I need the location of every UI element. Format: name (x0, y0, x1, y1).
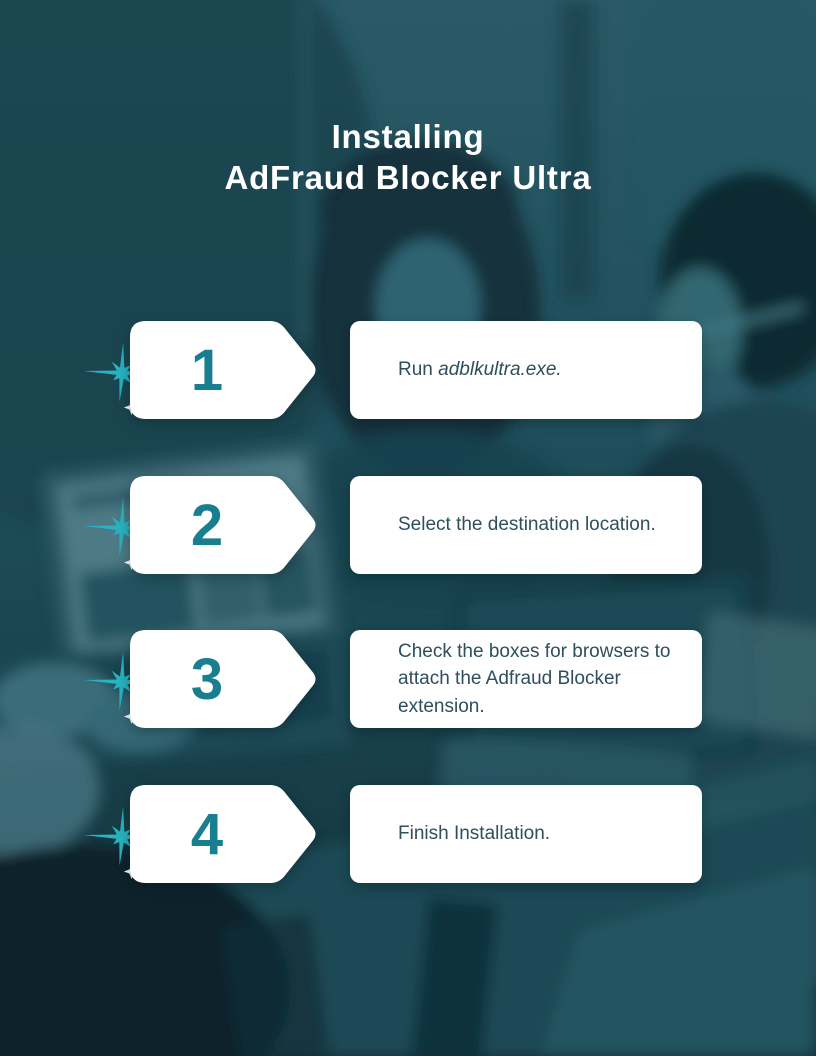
step-number: 1 (190, 337, 224, 403)
step-number-tag: 2 (130, 476, 318, 574)
step-text: Finish Installation. (398, 823, 551, 845)
step-number-tag: 1 (130, 321, 318, 419)
step-text: Check the boxes for browsers to attach t… (398, 640, 671, 717)
arrow-tag-shape (130, 321, 316, 419)
step-number: 2 (190, 492, 224, 558)
step-card: Finish Installation. (350, 785, 702, 883)
title-line-1: Installing (331, 118, 485, 155)
arrow-tag-shape (130, 476, 316, 574)
step-card: Select the destination location. (350, 476, 702, 574)
step-card: Run adblkultra.exe. (350, 321, 702, 419)
step-row: 2 Select the destination location. (83, 476, 702, 574)
arrow-tag-shape (130, 785, 316, 883)
step-number-tag: 3 (130, 630, 318, 728)
step-text: Select the destination location. (398, 514, 656, 536)
title-line-2: AdFraud Blocker Ultra (224, 159, 592, 196)
arrow-tag-shape (130, 630, 316, 728)
step-number: 3 (190, 646, 224, 712)
step-number-tag: 4 (130, 785, 318, 883)
step-row: 3 Check the boxes for browsers to attach… (83, 630, 702, 728)
step-card: Check the boxes for browsers to attach t… (350, 630, 702, 728)
step-row: 4 Finish Installation. (83, 785, 702, 883)
step-number: 4 (190, 801, 224, 867)
step-text: Run adblkultra.exe. (398, 359, 562, 381)
step-row: 1 Run adblkultra.exe. (83, 321, 702, 419)
page-title: Installing AdFraud Blocker Ultra (0, 116, 816, 198)
